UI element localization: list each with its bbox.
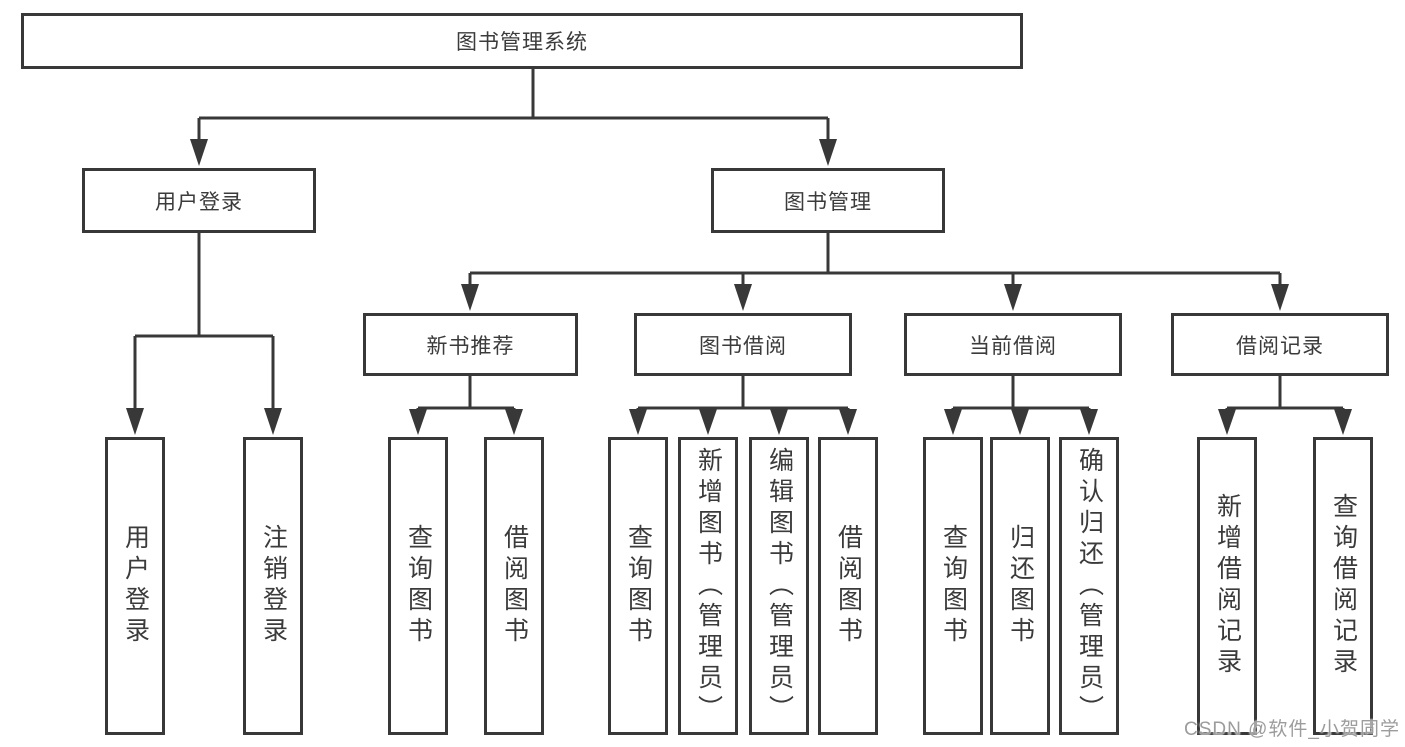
node-label: 当前借阅 — [969, 334, 1057, 358]
node-label: 查询图书 — [404, 524, 433, 648]
leaf-add-borrowing-record: 新增借阅记录 — [1197, 437, 1257, 735]
leaf-confirm-return-admin: 确认归还（管理员） — [1059, 437, 1119, 735]
node-current-borrowing: 当前借阅 — [904, 313, 1122, 376]
leaf-logout: 注销登录 — [243, 437, 303, 735]
node-label: 编辑图书（管理员） — [765, 446, 794, 726]
node-label: 查询图书 — [624, 524, 653, 648]
leaf-query-books-2: 查询图书 — [608, 437, 668, 735]
node-book-management: 图书管理 — [711, 168, 945, 233]
node-label: 图书借阅 — [699, 334, 787, 358]
node-label: 用户登录 — [155, 190, 243, 214]
leaf-query-books-1: 查询图书 — [388, 437, 448, 735]
leaf-query-books-3: 查询图书 — [923, 437, 983, 735]
node-label: 新书推荐 — [426, 334, 515, 358]
leaf-add-books-admin: 新增图书（管理员） — [678, 437, 738, 735]
node-label: 图书管理系统 — [456, 31, 588, 54]
node-label: 查询图书 — [939, 524, 968, 648]
node-label: 归还图书 — [1006, 524, 1035, 648]
leaf-user-login: 用户登录 — [105, 437, 165, 735]
leaf-borrow-books-2: 借阅图书 — [818, 437, 878, 735]
node-label: 查询借阅记录 — [1329, 493, 1358, 679]
leaf-edit-books-admin: 编辑图书（管理员） — [749, 437, 809, 735]
node-book-borrowing: 图书借阅 — [634, 313, 852, 376]
node-label: 图书管理 — [784, 190, 872, 214]
node-label: 确认归还（管理员） — [1075, 446, 1104, 726]
watermark: CSDN @软件_小贺同学 — [1184, 719, 1400, 740]
node-label: 借阅记录 — [1236, 334, 1324, 358]
node-library-management-system: 图书管理系统 — [21, 13, 1023, 69]
leaf-query-borrowing-record: 查询借阅记录 — [1313, 437, 1373, 735]
node-borrowing-records: 借阅记录 — [1171, 313, 1389, 376]
node-label: 新增借阅记录 — [1213, 493, 1242, 679]
node-label: 注销登录 — [259, 524, 288, 648]
node-label: 新增图书（管理员） — [694, 446, 723, 726]
node-label: 借阅图书 — [500, 524, 529, 648]
node-label: 借阅图书 — [834, 524, 863, 648]
node-new-book-recommendation: 新书推荐 — [363, 313, 578, 376]
node-label: 用户登录 — [121, 524, 150, 648]
node-user-login: 用户登录 — [82, 168, 316, 233]
leaf-return-books: 归还图书 — [990, 437, 1050, 735]
leaf-borrow-books-1: 借阅图书 — [484, 437, 544, 735]
